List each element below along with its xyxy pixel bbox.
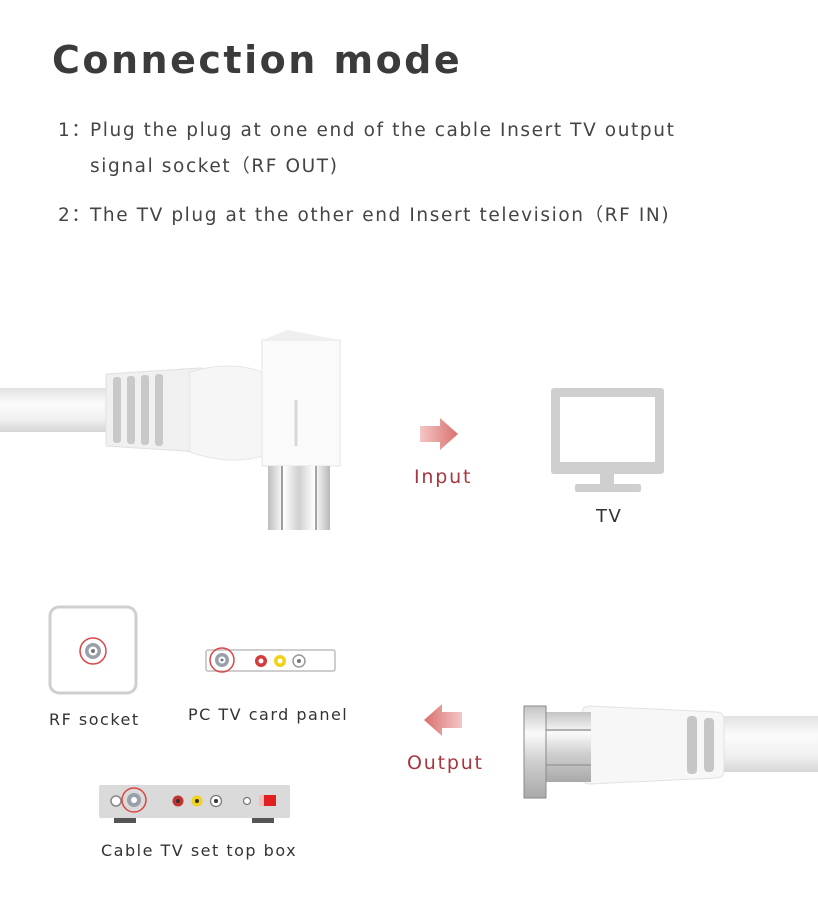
rca-white-jack-icon [292, 654, 306, 668]
right-arrow-icon [420, 418, 458, 450]
grip-rings [687, 716, 714, 774]
highlight-ring [79, 637, 107, 665]
power-switch [259, 795, 276, 806]
rca-red-jack-icon [255, 655, 267, 667]
left-arrow-icon [424, 704, 462, 736]
input-label: Input [414, 466, 473, 488]
pc-panel-label: PC TV card panel [188, 705, 349, 724]
tv-monitor-icon [551, 388, 664, 492]
rca-yellow-jack-icon [274, 655, 286, 667]
cable [0, 388, 112, 432]
step-1-number: 1： [58, 120, 92, 141]
rca-red-jack-icon [172, 795, 184, 807]
rca-yellow-jack-icon [191, 795, 203, 807]
highlight-ring [209, 647, 235, 673]
plug-metal-tip [268, 466, 330, 530]
plug-neck [189, 365, 263, 461]
rca-white-jack-icon [209, 794, 223, 808]
right-angle-tv-plug [0, 330, 341, 530]
step-2-text: The TV plug at the other end Insert tele… [90, 205, 671, 226]
step-1: 1：Plug the plug at one end of the cable … [58, 113, 675, 185]
plug-head [261, 339, 341, 467]
plug-nut [543, 712, 591, 782]
coax-socket-icon [110, 795, 122, 807]
step-2: 2：The TV plug at the other end Insert te… [58, 198, 670, 234]
straight-tv-plug [523, 705, 818, 799]
rf-socket-label: RF socket [49, 710, 140, 729]
pc-tv-card-panel [205, 647, 336, 673]
grip-vents [113, 374, 163, 446]
step-1-text-line2: signal socket（RF OUT) [90, 156, 339, 177]
coax-socket-icon [215, 653, 229, 667]
step-2-number: 2： [58, 205, 92, 226]
rf-wall-socket [48, 605, 138, 695]
coax-socket-icon [85, 643, 101, 659]
plug-flange [523, 705, 547, 799]
coax-socket-icon [127, 793, 141, 807]
set-top-box [99, 785, 290, 823]
settop-box-label: Cable TV set top box [101, 841, 298, 860]
output-label: Output [407, 752, 484, 774]
step-1-text-line1: Plug the plug at one end of the cable In… [90, 120, 676, 141]
tv-label: TV [596, 506, 623, 527]
highlight-ring [121, 787, 147, 813]
plug-body [581, 705, 725, 785]
page-title: Connection mode [52, 38, 463, 82]
